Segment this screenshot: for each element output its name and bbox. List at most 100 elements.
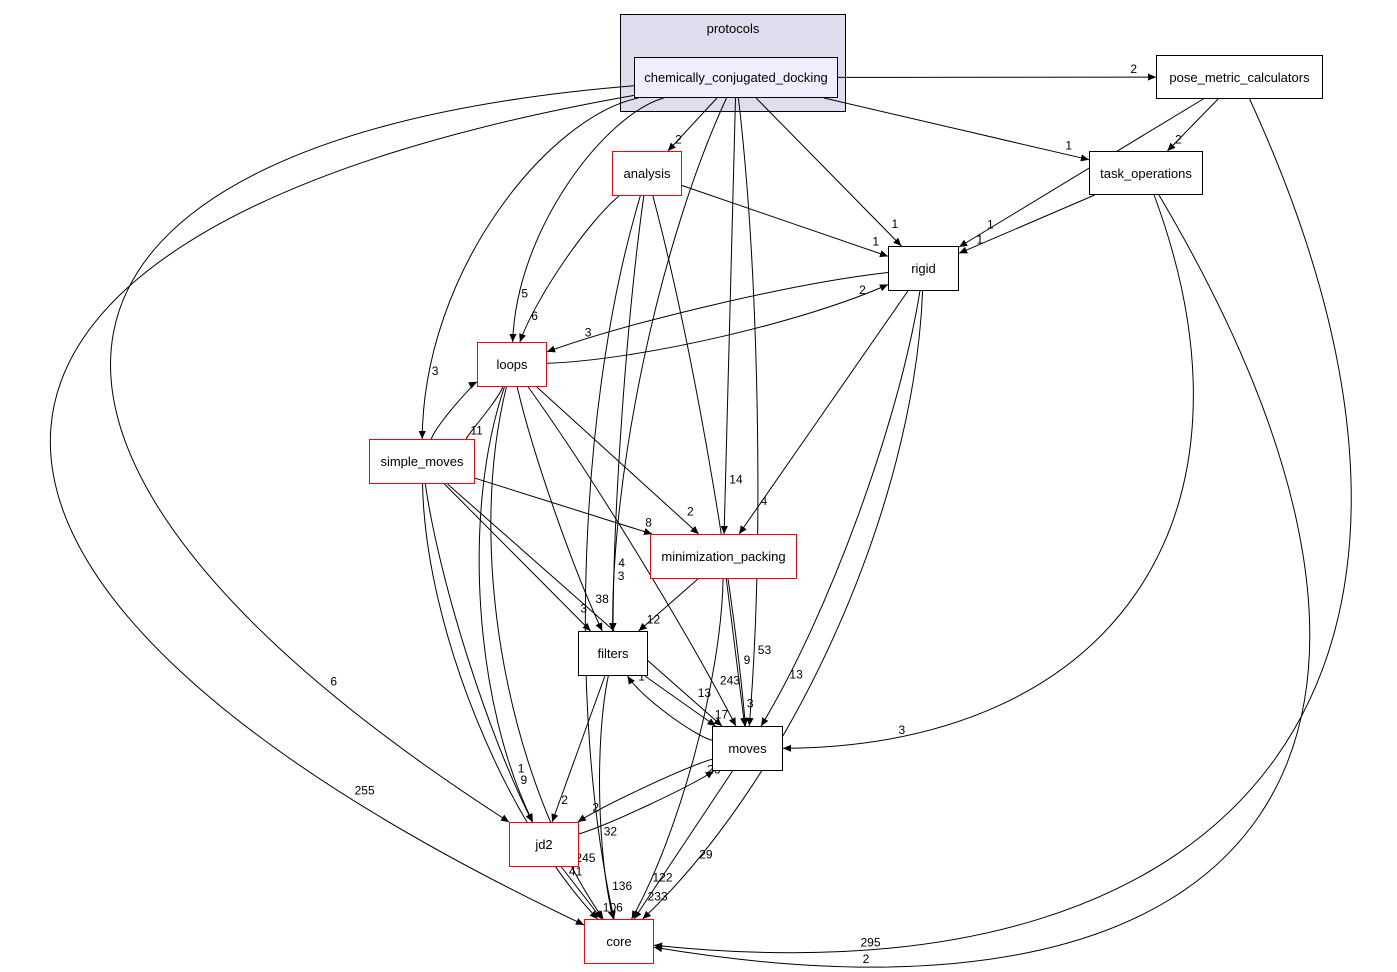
node-loops[interactable]: loops xyxy=(477,342,547,387)
edge-count-label: 1 xyxy=(518,762,525,776)
edge-count-label: 2 xyxy=(561,793,568,807)
edge-count-label: 136 xyxy=(612,879,632,893)
edge-jd2-to-core xyxy=(561,866,602,920)
edge-count-label: 2 xyxy=(859,283,866,297)
edge-count-label: 1 xyxy=(1065,138,1072,152)
edge-count-label: 11 xyxy=(470,424,483,438)
edge-count-label: 17 xyxy=(715,708,729,722)
edge-pose_metric_calculators-to-core xyxy=(653,98,1352,954)
edge-count-label: 1 xyxy=(872,235,879,249)
edge-count-label: 3 xyxy=(618,569,625,583)
edge-chemically_conjugated_docking-to-simple_moves xyxy=(418,97,639,440)
edge-simple_moves-to-minimization_packing xyxy=(474,477,653,536)
edge-count-label: 9 xyxy=(744,653,751,667)
edge-moves-to-core xyxy=(633,770,733,920)
node-rigid[interactable]: rigid xyxy=(888,246,959,291)
edge-count-label: 29 xyxy=(699,848,713,862)
edge-filters-to-jd2 xyxy=(551,675,606,823)
edge-count-label: 4 xyxy=(618,556,625,570)
edge-minimization_packing-to-core xyxy=(631,578,724,920)
edge-count-label: 243 xyxy=(720,674,740,688)
edge-simple_moves-to-filters xyxy=(444,483,591,632)
edge-count-label: 295 xyxy=(861,936,881,950)
edge-moves-to-filters xyxy=(627,675,713,741)
edge-count-label: 6 xyxy=(531,309,538,323)
edge-chemically_conjugated_docking-to-moves xyxy=(737,97,759,727)
edge-count-label: 233 xyxy=(648,890,668,904)
edge-rigid-to-minimization_packing xyxy=(738,290,909,535)
cluster-protocols-label: protocols xyxy=(706,21,760,36)
node-task_operations[interactable]: task_operations xyxy=(1089,151,1203,195)
edge-task_operations-to-rigid xyxy=(958,194,1095,254)
edge-analysis-to-rigid xyxy=(681,185,889,258)
edge-count-label: 3 xyxy=(747,697,754,711)
edge-chemically_conjugated_docking-to-minimization_packing xyxy=(720,97,736,535)
edge-count-label: 1 xyxy=(977,233,984,247)
edge-count-label: 3 xyxy=(580,602,587,616)
node-simple_moves[interactable]: simple_moves xyxy=(369,439,475,484)
edge-count-label: 9 xyxy=(521,773,528,787)
edge-rigid-to-moves xyxy=(760,290,921,727)
edge-chemically_conjugated_docking-to-core xyxy=(49,94,635,926)
edge-chemically_conjugated_docking-to-task_operations xyxy=(823,97,1090,162)
edge-count-label: 122 xyxy=(653,871,673,885)
edge-count-label: 2 xyxy=(863,952,870,966)
edge-count-label: 2 xyxy=(1130,62,1137,76)
edge-pose_metric_calculators-to-task_operations xyxy=(1167,98,1219,152)
edge-loops-to-simple_moves xyxy=(458,386,504,446)
edge-count-label: 32 xyxy=(604,825,618,839)
edge-count-label: 1 xyxy=(987,217,994,231)
edge-filters-to-core xyxy=(599,675,615,920)
edge-simple_moves-to-moves xyxy=(447,483,723,727)
edge-task_operations-to-moves xyxy=(782,194,1194,752)
node-pose_metric_calculators[interactable]: pose_metric_calculators xyxy=(1156,55,1323,99)
edge-task_operations-to-core xyxy=(653,194,1311,968)
node-moves[interactable]: moves xyxy=(712,726,783,771)
edge-count-label: 13 xyxy=(789,668,803,682)
edge-count-label: 53 xyxy=(758,643,772,657)
edge-loops-to-minimization_packing xyxy=(536,386,700,535)
edge-count-label: 38 xyxy=(595,592,609,606)
edge-count-label: 2 xyxy=(675,133,682,147)
edge-filters-to-moves xyxy=(644,675,716,727)
edge-count-label: 4 xyxy=(761,494,768,508)
edge-count-label: 2 xyxy=(592,801,599,815)
edge-count-label: 6 xyxy=(330,674,337,688)
edge-count-label: 1 xyxy=(892,217,899,231)
edge-moves-to-jd2 xyxy=(577,758,713,823)
edge-count-label: 12 xyxy=(647,612,661,626)
edge-count-label: 5 xyxy=(521,287,528,301)
node-chemically_conjugated_docking[interactable]: chemically_conjugated_docking xyxy=(634,57,838,98)
edge-loops-to-filters xyxy=(516,386,603,632)
edge-minimization_packing-to-moves xyxy=(725,578,748,727)
edge-jd2-to-moves xyxy=(578,770,714,835)
edge-rigid-to-loops xyxy=(546,272,889,353)
edge-count-label: 2 xyxy=(1175,132,1182,146)
edge-simple_moves-to-loops xyxy=(430,381,478,440)
edge-analysis-to-loops xyxy=(519,195,620,343)
node-core[interactable]: core xyxy=(584,919,654,964)
node-jd2[interactable]: jd2 xyxy=(509,822,579,867)
edge-count-label: 14 xyxy=(729,473,743,487)
edge-loops-to-rigid xyxy=(546,284,889,364)
edge-minimization_packing-to-filters xyxy=(638,578,699,632)
edge-analysis-to-core xyxy=(584,195,641,920)
node-minimization_packing[interactable]: minimization_packing xyxy=(650,534,797,579)
edge-simple_moves-to-jd2 xyxy=(424,483,533,823)
edge-loops-to-jd2 xyxy=(478,386,534,823)
edge-count-label: 13 xyxy=(698,686,712,700)
edge-chemically_conjugated_docking-to-loops xyxy=(509,97,664,343)
edge-count-label: 3 xyxy=(585,326,592,340)
edge-count-label: 2 xyxy=(687,505,694,519)
edge-count-label: 106 xyxy=(603,900,623,914)
node-analysis[interactable]: analysis xyxy=(612,151,682,196)
node-filters[interactable]: filters xyxy=(578,631,648,676)
edge-count-label: 8 xyxy=(645,516,652,530)
edge-count-label: 3 xyxy=(899,723,906,737)
edge-analysis-to-moves xyxy=(652,195,749,727)
edge-count-label: 255 xyxy=(355,784,375,798)
edge-rigid-to-core xyxy=(642,290,924,920)
edge-chemically_conjugated_docking-to-rigid xyxy=(755,97,902,247)
